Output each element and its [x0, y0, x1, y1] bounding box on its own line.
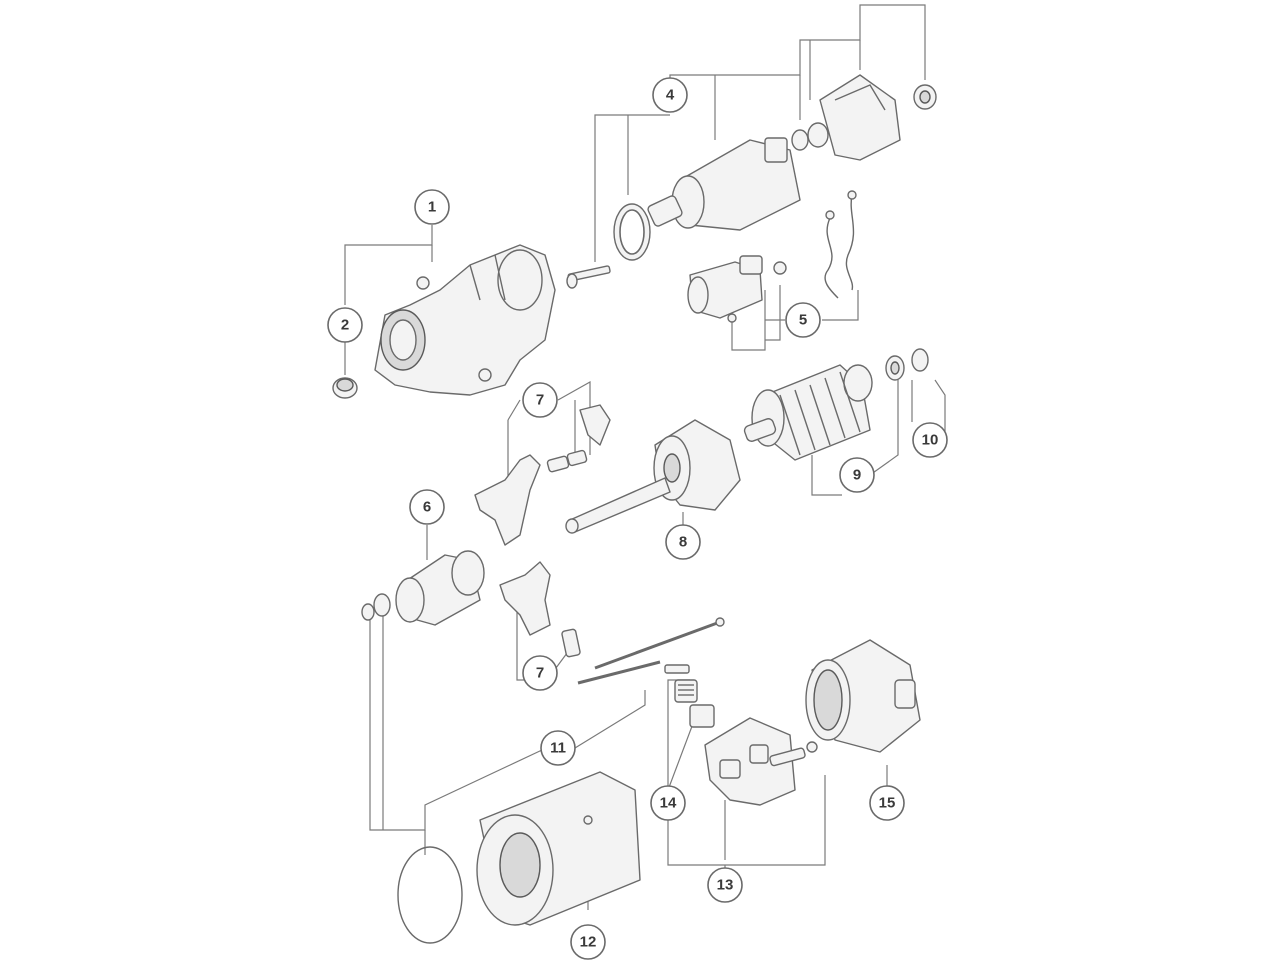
callout-10: 10: [912, 422, 948, 458]
callout-label: 2: [341, 317, 349, 334]
intermediate-bearing-shaft: [565, 419, 741, 534]
end-cover: [805, 639, 921, 753]
stator-housing: [397, 771, 641, 944]
callout-label: 13: [717, 877, 734, 894]
callout-11: 11: [540, 730, 576, 766]
callout-7-lower: 7: [522, 655, 558, 691]
callout-14: 14: [650, 785, 686, 821]
callout-15: 15: [869, 785, 905, 821]
shift-fork-lower: [499, 561, 581, 658]
leader-lines: [344, 4, 946, 910]
callout-label: 8: [679, 534, 687, 551]
callout-label: 10: [922, 432, 939, 449]
relay-and-cables: [687, 190, 857, 323]
brush-holder: [704, 717, 818, 806]
callout-2: 2: [327, 307, 363, 343]
callout-label: 5: [799, 312, 807, 329]
armature: [743, 364, 873, 461]
callout-5: 5: [785, 302, 821, 338]
callout-7-upper: 7: [522, 382, 558, 418]
callout-label: 11: [550, 740, 566, 757]
brush-springs: [664, 664, 715, 728]
callout-8: 8: [665, 524, 701, 560]
through-bolts: [577, 617, 725, 685]
callout-label: 9: [853, 467, 861, 484]
callout-12: 12: [570, 924, 606, 960]
solenoid-switch: [566, 74, 937, 289]
callout-label: 7: [536, 392, 544, 409]
callout-label: 14: [660, 795, 677, 812]
callout-label: 4: [666, 87, 675, 104]
callout-label: 12: [580, 934, 597, 951]
callout-1: 1: [414, 189, 450, 225]
drive-end-housing: [374, 244, 556, 396]
thrust-washers: [885, 348, 929, 381]
callout-6: 6: [409, 489, 445, 525]
shift-fork-upper: [474, 404, 611, 546]
pinion-drive: [361, 550, 485, 626]
callout-13: 13: [707, 867, 743, 903]
callout-label: 1: [428, 199, 436, 216]
callout-label: 6: [423, 499, 431, 516]
callout-9: 9: [839, 457, 875, 493]
callout-label: 15: [879, 795, 896, 812]
callout-4: 4: [652, 77, 688, 113]
bushing: [332, 377, 358, 399]
callout-label: 7: [536, 665, 544, 682]
